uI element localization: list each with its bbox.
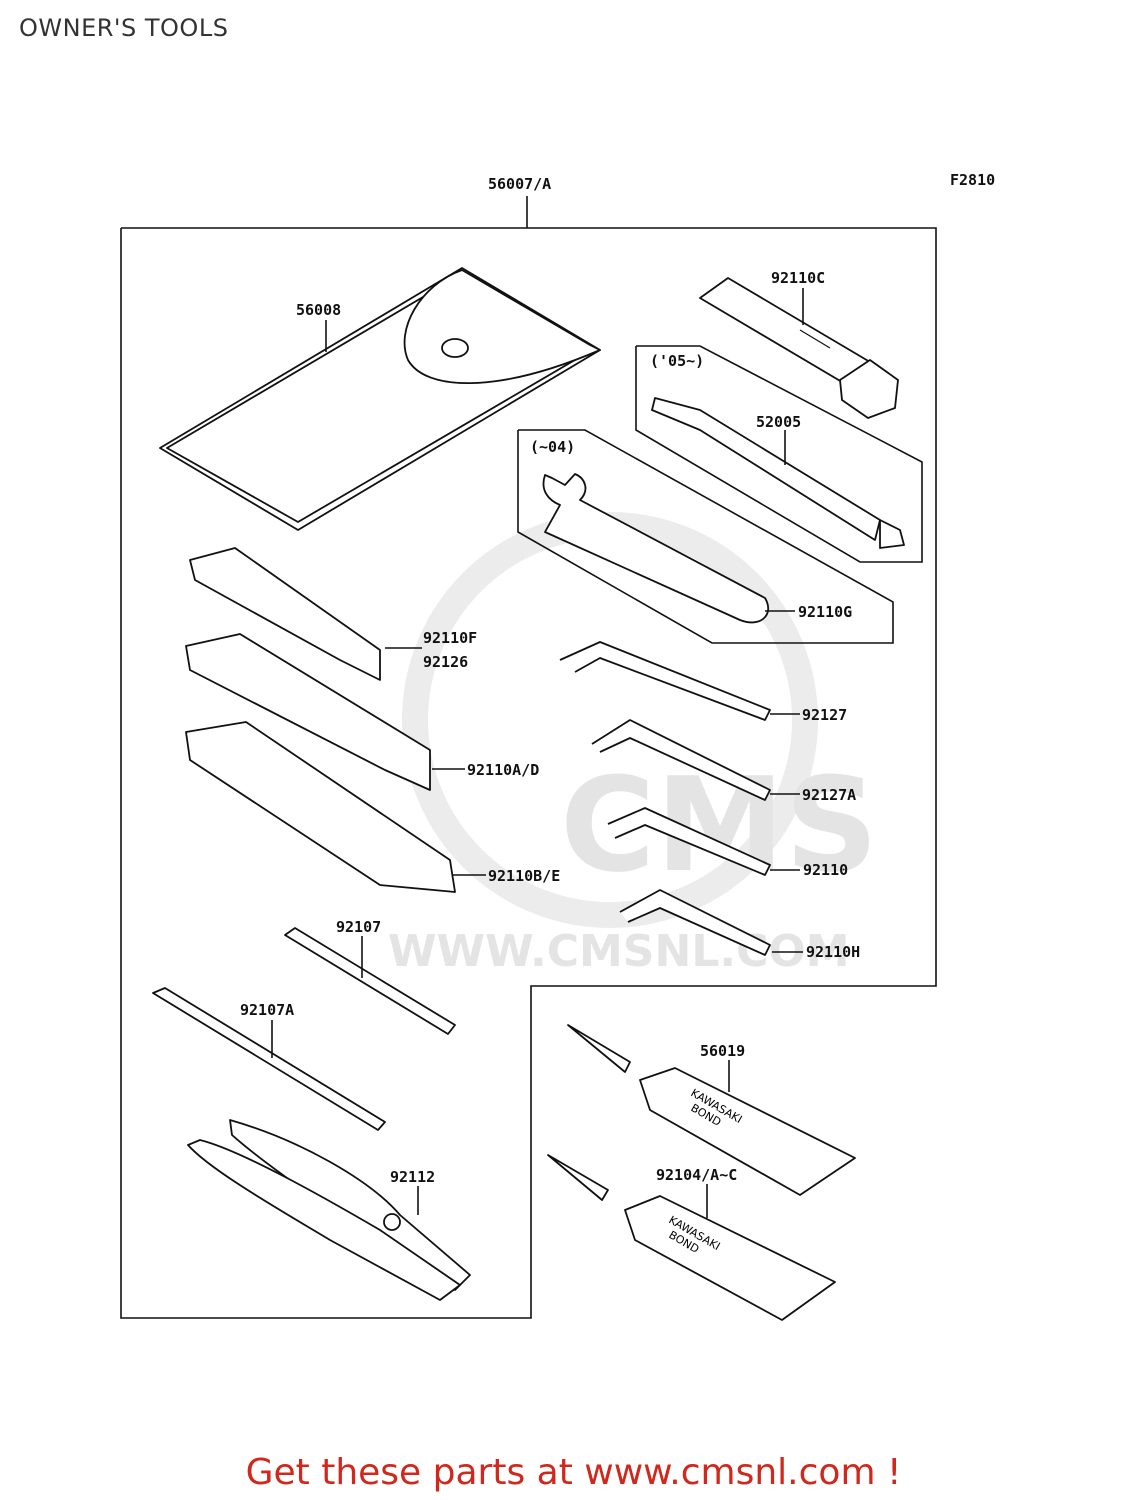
tool-case-drawing (159, 267, 601, 531)
label-92110: 92110 (803, 861, 848, 879)
label-92110f: 92110F (423, 629, 477, 647)
label-92107: 92107 (336, 918, 381, 936)
kit-frame (120, 227, 937, 1319)
label-92104: 92104/A~C (656, 1166, 737, 1184)
label-note-05: ('05~) (650, 352, 704, 370)
label-56019: 56019 (700, 1042, 745, 1060)
bond-tube-1-drawing: KAWASAKI BOND (567, 1024, 856, 1196)
box-04 (517, 429, 894, 644)
label-92110h: 92110H (806, 943, 860, 961)
hex-key-2-drawing (591, 719, 800, 801)
label-92110ad: 92110A/D (467, 761, 539, 779)
screwdriver-drawing (284, 927, 456, 1035)
wrench-1-drawing (189, 547, 422, 681)
page-title: OWNER'S TOOLS (19, 14, 229, 42)
wrench-2-drawing (185, 633, 465, 791)
hex-key-3-drawing (607, 807, 800, 876)
plug-wrench-drawing (699, 277, 899, 419)
screwdriver-a-drawing (152, 987, 386, 1131)
wrench-3-drawing (185, 721, 486, 893)
label-92107a: 92107A (240, 1001, 294, 1019)
bond-tube-2-drawing: KAWASAKI BOND (547, 1154, 836, 1321)
label-note-04: (~04) (530, 438, 575, 456)
parts-diagram: CMS WWW.CMSNL.COM (120, 171, 995, 1321)
label-plug-wrench: 92110C (771, 269, 825, 287)
figure-code: F2810 (950, 171, 995, 189)
box-05 (635, 345, 923, 563)
label-92110be: 92110B/E (488, 867, 560, 885)
label-kit: 56007/A (488, 175, 551, 193)
hex-key-4-drawing (619, 889, 803, 956)
label-92127a: 92127A (802, 786, 856, 804)
label-92126: 92126 (423, 653, 468, 671)
label-52005: 52005 (756, 413, 801, 431)
label-92112: 92112 (390, 1168, 435, 1186)
hex-key-1-drawing (559, 641, 800, 721)
pliers-drawing (187, 1119, 471, 1301)
label-case: 56008 (296, 301, 341, 319)
label-92127: 92127 (802, 706, 847, 724)
label-hook-wrench: 92110G (798, 603, 852, 621)
footer-link[interactable]: Get these parts at www.cmsnl.com ! (245, 1452, 902, 1493)
